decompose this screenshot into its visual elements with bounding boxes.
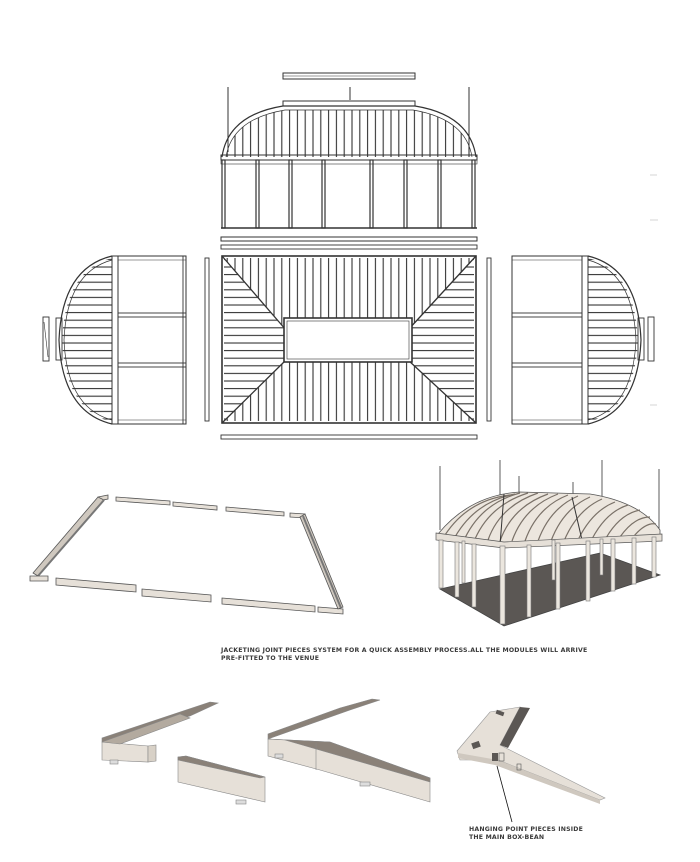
hanging-point-detail [456,706,606,823]
hanging-point-caption: HANGING POINT PIECES INSIDE THE MAIN BOX… [469,826,584,841]
front-elevation [220,72,478,242]
right-end-module [511,255,655,425]
left-end-module [42,255,187,425]
joint-detail-assembled [267,698,431,803]
joint-detail-exploded [101,701,266,805]
assembly-caption: JACKETING JOINT PIECES SYSTEM FOR A QUIC… [221,647,588,662]
roof-plan [204,244,492,440]
margin-ticks [650,174,658,406]
box-beam-frame [29,494,344,615]
pavilion-3d [435,460,663,627]
